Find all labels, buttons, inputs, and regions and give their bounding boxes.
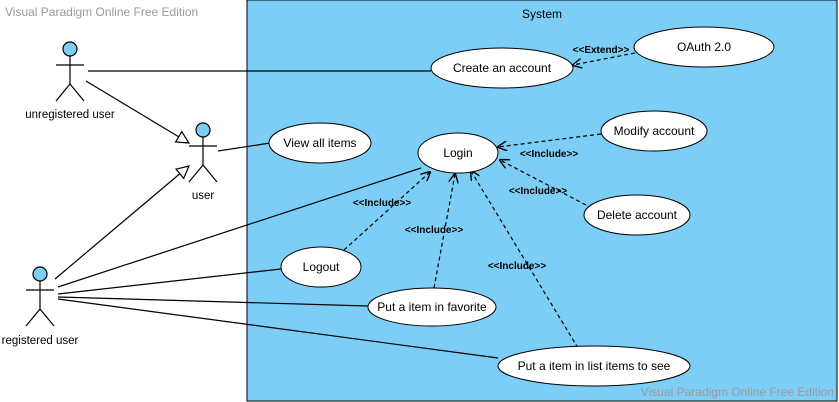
usecase-view-items[interactable]: View all items [268,122,372,164]
actor-unregistered-user[interactable] [55,41,85,102]
include-arrow-delete-login [500,160,587,206]
usecase-list-items-label: Put a item in list items to see [518,359,671,373]
actor-user-head [195,122,211,138]
usecase-favorite[interactable]: Put a item in favorite [367,287,497,327]
usecase-list-items[interactable]: Put a item in list items to see [497,345,691,387]
stereotype-include-delete: <<Include>> [509,186,568,197]
actor-unregistered-head [62,41,78,57]
usecase-login-label: Login [443,146,472,160]
usecase-delete-account[interactable]: Delete account [583,194,691,236]
usecase-logout[interactable]: Logout [280,246,362,288]
usecase-create-account-label: Create an account [453,61,552,75]
association-registered-logout [57,268,282,295]
usecase-modify-account-label: Modify account [614,124,695,138]
generalization-registered-user [54,166,189,280]
actor-registered-head [32,266,48,282]
stereotype-include-modify: <<Include>> [520,149,579,160]
usecase-oauth[interactable]: OAuth 2.0 [633,26,775,68]
usecase-favorite-label: Put a item in favorite [377,300,487,314]
usecase-oauth-label: OAuth 2.0 [677,40,731,54]
actor-user-label: user [192,190,215,202]
extend-arrow-oauth-create [573,52,636,65]
association-user-view [217,142,271,152]
include-arrow-modify-login [498,133,602,147]
usecase-view-items-label: View all items [283,136,356,150]
stereotype-include-list: <<Include>> [488,261,547,272]
usecase-modify-account[interactable]: Modify account [600,110,708,152]
include-arrow-logout-login [343,172,430,251]
actor-registered-user[interactable] [25,266,55,327]
association-registered-login [57,167,422,288]
watermark-bottom: Visual Paradigm Online Free Edition [641,385,834,399]
usecase-logout-label: Logout [303,260,340,274]
usecase-delete-account-label: Delete account [597,208,678,222]
watermark-top: Visual Paradigm Online Free Edition [5,5,198,19]
usecase-login[interactable]: Login [417,132,499,174]
actor-unregistered-label: unregistered user [25,109,115,121]
actor-registered-label: registered user [2,335,79,347]
generalization-unregistered-user [85,80,189,143]
system-title: System [522,7,562,21]
stereotype-extend: <<Extend>> [573,45,630,56]
stereotype-include-logout: <<Include>> [353,198,412,209]
stereotype-include-favorite: <<Include>> [405,225,464,236]
include-arrow-favorite-login [433,174,455,289]
usecase-create-account[interactable]: Create an account [430,47,574,89]
association-registered-list [57,298,499,359]
actor-user[interactable] [188,122,218,183]
association-registered-favorite [57,296,369,307]
